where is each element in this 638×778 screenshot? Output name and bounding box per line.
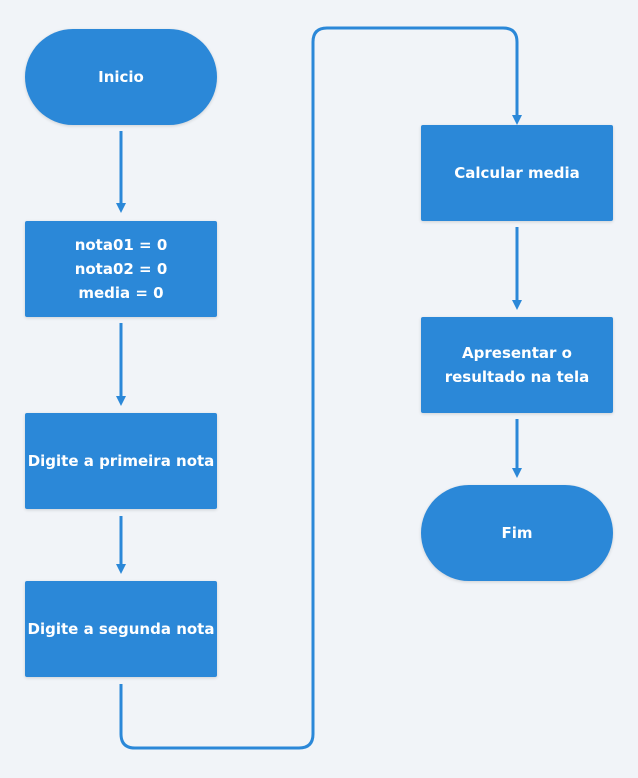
input-first-grade-box[interactable]: Digite a primeira nota	[25, 413, 217, 509]
end-terminal[interactable]: Fim	[421, 485, 613, 581]
input-second-grade-label: Digite a segunda nota	[27, 620, 215, 638]
init-variables-label: nota01 = 0 nota02 = 0 media = 0	[74, 236, 168, 302]
input-second-grade-box[interactable]: Digite a segunda nota	[25, 581, 217, 677]
end-label: Fim	[501, 524, 533, 542]
init-variables-box[interactable]: nota01 = 0 nota02 = 0 media = 0	[25, 221, 217, 317]
show-result-label: Apresentar o resultado na tela	[444, 344, 590, 386]
calculate-average-label: Calcular media	[454, 164, 580, 182]
start-terminal[interactable]: Inicio	[25, 29, 217, 125]
calculate-average-box[interactable]: Calcular media	[421, 125, 613, 221]
arrow-second-to-calc	[119, 26, 522, 750]
input-first-grade-label: Digite a primeira nota	[27, 452, 215, 470]
start-label: Inicio	[98, 68, 144, 86]
show-result-box[interactable]: Apresentar o resultado na tela	[421, 317, 613, 413]
